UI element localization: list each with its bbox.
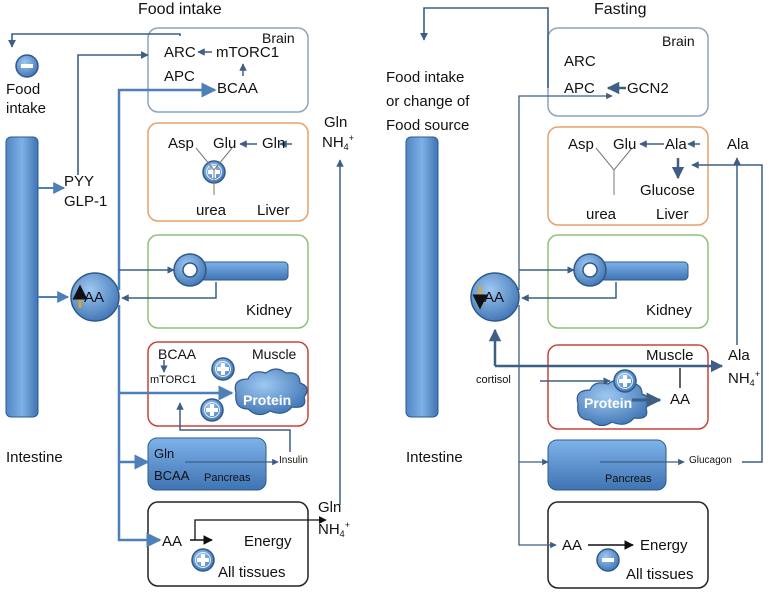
left-kidney-label: Kidney <box>246 302 292 319</box>
left-tissues-label: All tissues <box>218 564 286 581</box>
aa-to-brain-arrow <box>518 92 613 290</box>
gcn2-label: GCN2 <box>627 80 669 97</box>
left-muscle-mtorc1: mTORC1 <box>150 374 197 386</box>
left-pancreas-bcaa: BCAA <box>154 468 190 483</box>
left-pancreas-gln: Gln <box>154 446 175 461</box>
right-tissues-label: All tissues <box>626 566 694 583</box>
right-liver-box <box>547 126 709 226</box>
left-intestine-bar <box>5 136 39 418</box>
left-kidney-tubule <box>199 261 289 281</box>
left-inhibit-icon <box>15 54 39 78</box>
left-aa-label: AA <box>84 289 105 306</box>
right-liver-urea-lines <box>595 147 633 195</box>
right-liver-ala: Ala <box>665 136 687 153</box>
left-gln-bottom: Gln <box>318 499 342 516</box>
arc-to-food-intake-arrow <box>8 33 181 48</box>
glucagon-to-liver-arrow <box>691 161 763 463</box>
left-liver-asp: Asp <box>168 135 194 152</box>
left-nh4-top: NH4+ <box>322 133 354 152</box>
left-arc-label: ARC <box>164 44 196 61</box>
food-change-line1: Food intake <box>386 69 465 86</box>
apc-to-food-change-arrow <box>420 7 549 88</box>
kidney-lumen <box>182 262 198 278</box>
right-tissues-aa: AA <box>562 537 583 554</box>
glucagon-label: Glucagon <box>689 455 732 466</box>
left-tissues-plus-icon <box>191 548 215 572</box>
right-arc-label: ARC <box>564 53 596 70</box>
left-tissues-energy: Energy <box>244 533 292 550</box>
kidney-return-arrow <box>121 282 217 302</box>
left-muscle-label: Muscle <box>252 346 297 362</box>
right-liver-asp: Asp <box>568 136 594 153</box>
right-intestine-bar <box>405 136 439 418</box>
kidney-lumen-right <box>582 262 598 278</box>
right-ala-top: Ala <box>727 136 749 153</box>
right-kidney-return-arrow <box>521 282 617 302</box>
aa-to-pancreas-arrow <box>117 393 150 470</box>
left-protein-label: Protein <box>243 392 292 408</box>
left-nh4-bottom: NH4+ <box>318 520 350 539</box>
left-liver-gln: Gln <box>262 135 286 152</box>
food-intake-line2: intake <box>6 100 47 117</box>
right-liver-urea: urea <box>586 206 617 223</box>
liver-urea-lines <box>195 147 233 195</box>
right-muscle-label: Muscle <box>646 347 694 364</box>
right-apc-label: APC <box>564 80 595 97</box>
right-kidney-tubule <box>599 261 689 281</box>
aa-to-tissues-arrow <box>117 462 162 548</box>
left-liver-urea: urea <box>196 202 227 219</box>
pyy-label: PYY <box>64 173 95 190</box>
left-gln-top: Gln <box>324 114 348 131</box>
right-kidney-label: Kidney <box>646 302 692 319</box>
left-apc-label: APC <box>164 68 195 85</box>
cortisol-label: cortisol <box>476 374 511 386</box>
left-pancreas-label: Pancreas <box>204 472 251 484</box>
food-intake-line1: Food <box>6 81 41 98</box>
insulin-label: Insulin <box>279 455 308 466</box>
right-liver-label: Liver <box>656 206 689 223</box>
left-muscle-bcaa: BCAA <box>158 346 197 362</box>
left-protein-cloud <box>234 368 308 416</box>
left-liver-label: Liver <box>257 202 290 219</box>
right-tissues-minus-icon <box>596 548 620 572</box>
food-change-line3: Food source <box>386 117 470 134</box>
left-mtorc1-label: mTORC1 <box>216 44 280 61</box>
left-muscle-plus-icon <box>211 357 235 381</box>
aa-to-brain-bcaa-arrow <box>117 82 217 290</box>
right-aa-to-tissues-arrow <box>518 462 557 549</box>
right-liver-glucose: Glucose <box>640 182 696 199</box>
right-panel <box>405 7 763 589</box>
right-protein-label: Protein <box>584 395 633 411</box>
right-aa-label: AA <box>484 289 505 306</box>
insulin-to-muscle-arrow <box>176 402 291 452</box>
left-muscle-plus2-icon <box>200 398 224 422</box>
left-tissues-aa: AA <box>162 533 183 550</box>
left-brain-bcaa-label: BCAA <box>217 80 258 97</box>
left-panel-title: Food intake <box>138 1 222 18</box>
glp1-label: GLP-1 <box>64 193 108 210</box>
left-brain-label: Brain <box>262 30 295 46</box>
left-intestine-label: Intestine <box>6 449 63 466</box>
right-muscle-aa: AA <box>670 391 691 408</box>
food-change-line2: or change of <box>386 93 470 110</box>
right-panel-title: Fasting <box>594 1 647 18</box>
right-brain-label: Brain <box>662 33 695 49</box>
tissues-to-gln-arrow <box>194 516 327 540</box>
aa-to-pancreas-arrow-right <box>518 305 549 466</box>
left-liver-glu: Glu <box>213 135 237 152</box>
pyy-to-arc-arrow <box>77 51 149 175</box>
right-intestine-label: Intestine <box>406 449 463 466</box>
right-ala-label: Ala <box>728 347 750 364</box>
right-nh4-label: NH4+ <box>728 369 760 388</box>
right-pancreas-label: Pancreas <box>605 473 652 485</box>
right-tissues-energy: Energy <box>640 537 688 554</box>
right-liver-glu: Glu <box>613 136 637 153</box>
right-muscle-plus-icon <box>613 369 637 393</box>
left-liver-box <box>147 122 309 222</box>
left-panel <box>5 27 344 587</box>
